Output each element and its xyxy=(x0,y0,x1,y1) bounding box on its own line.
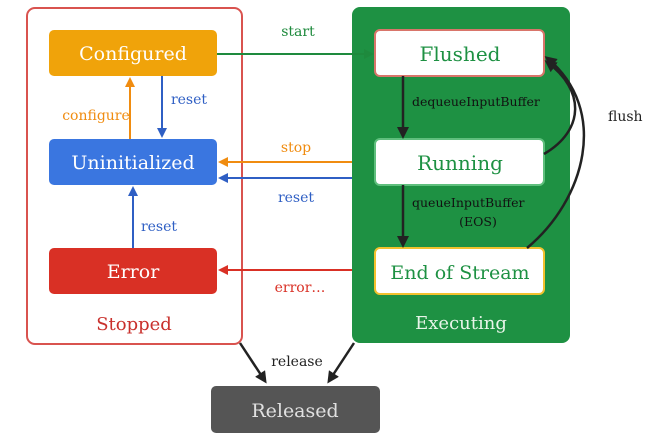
uninitialized-state xyxy=(49,139,217,185)
release-from-stopped-arrow xyxy=(238,342,267,384)
flushed-state xyxy=(374,29,545,77)
error-label: error… xyxy=(275,280,326,296)
flush-label: flush xyxy=(608,109,643,125)
stop-label: stop xyxy=(281,140,311,156)
flush-from-running-arrow xyxy=(543,60,577,156)
running-state-label: Running xyxy=(417,151,503,175)
error-state xyxy=(49,248,217,294)
release-label: release xyxy=(271,354,323,370)
reset-error-label: reset xyxy=(141,219,177,235)
flushed-state-label: Flushed xyxy=(420,42,501,66)
released-state xyxy=(211,386,380,433)
released-state-label: Released xyxy=(251,400,338,422)
release-from-executing-arrow xyxy=(327,342,356,384)
end-of-stream-state xyxy=(374,247,545,295)
configured-state xyxy=(49,30,217,76)
flush-from-eos-arrow xyxy=(526,56,586,249)
executing-group-label: Executing xyxy=(415,313,507,334)
error-state-label: Error xyxy=(107,261,160,283)
start-label: start xyxy=(281,24,315,40)
reset-configured-label: reset xyxy=(171,92,207,108)
end-of-stream-state-label: End of Stream xyxy=(390,262,529,284)
configured-state-label: Configured xyxy=(79,43,187,65)
configure-label: configure xyxy=(62,108,130,124)
queue-label: queueInputBuffer xyxy=(412,195,524,210)
stopped-group-label: Stopped xyxy=(96,314,172,335)
eos-label: (EOS) xyxy=(459,214,497,229)
dequeue-label: dequeueInputBuffer xyxy=(412,94,540,109)
uninitialized-state-label: Uninitialized xyxy=(71,152,194,174)
running-state xyxy=(374,138,545,186)
reset-executing-label: reset xyxy=(278,190,314,206)
